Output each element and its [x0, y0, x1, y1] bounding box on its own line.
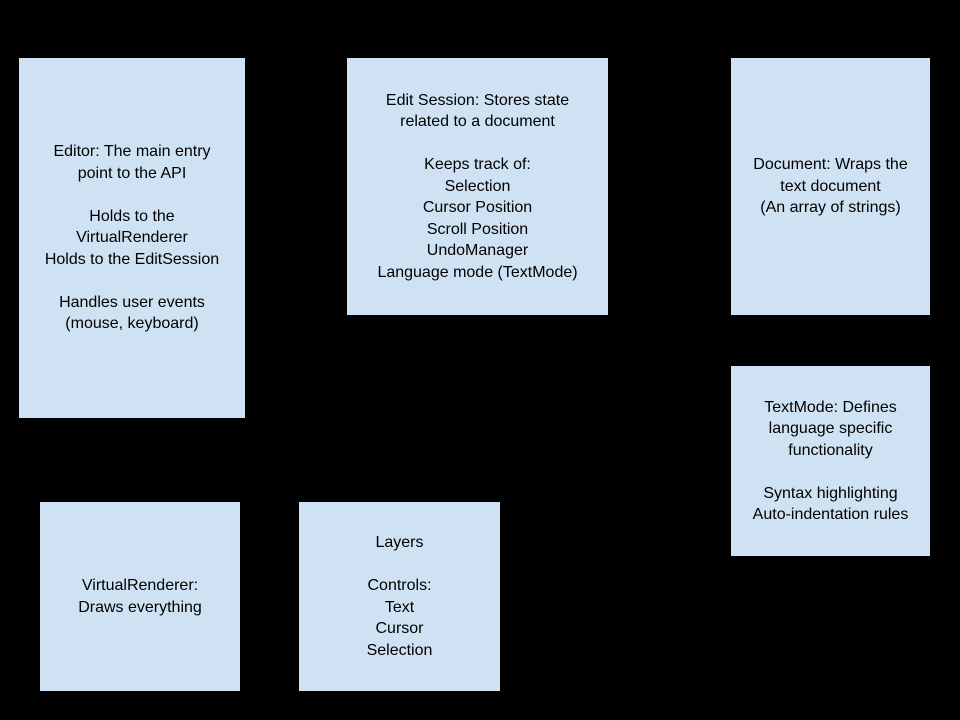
document-box: Document: Wraps the text document (An ar…	[730, 57, 931, 316]
edit-session-box-text: Edit Session: Stores state related to a …	[377, 91, 578, 281]
textmode-box-text: TextMode: Defines language specific func…	[752, 398, 909, 524]
editor-box-text: Editor: The main entry point to the API …	[44, 143, 220, 333]
layers-box-text: Layers Controls: Text Cursor Selection	[366, 534, 433, 659]
virtual-renderer-box: VirtualRenderer: Draws everything	[39, 501, 241, 692]
document-box-text: Document: Wraps the text document (An ar…	[753, 156, 908, 217]
edit-session-box: Edit Session: Stores state related to a …	[346, 57, 609, 316]
virtual-renderer-box-text: VirtualRenderer: Draws everything	[78, 577, 202, 616]
textmode-box: TextMode: Defines language specific func…	[730, 365, 931, 557]
editor-box: Editor: The main entry point to the API …	[18, 57, 246, 419]
layers-box: Layers Controls: Text Cursor Selection	[298, 501, 501, 692]
